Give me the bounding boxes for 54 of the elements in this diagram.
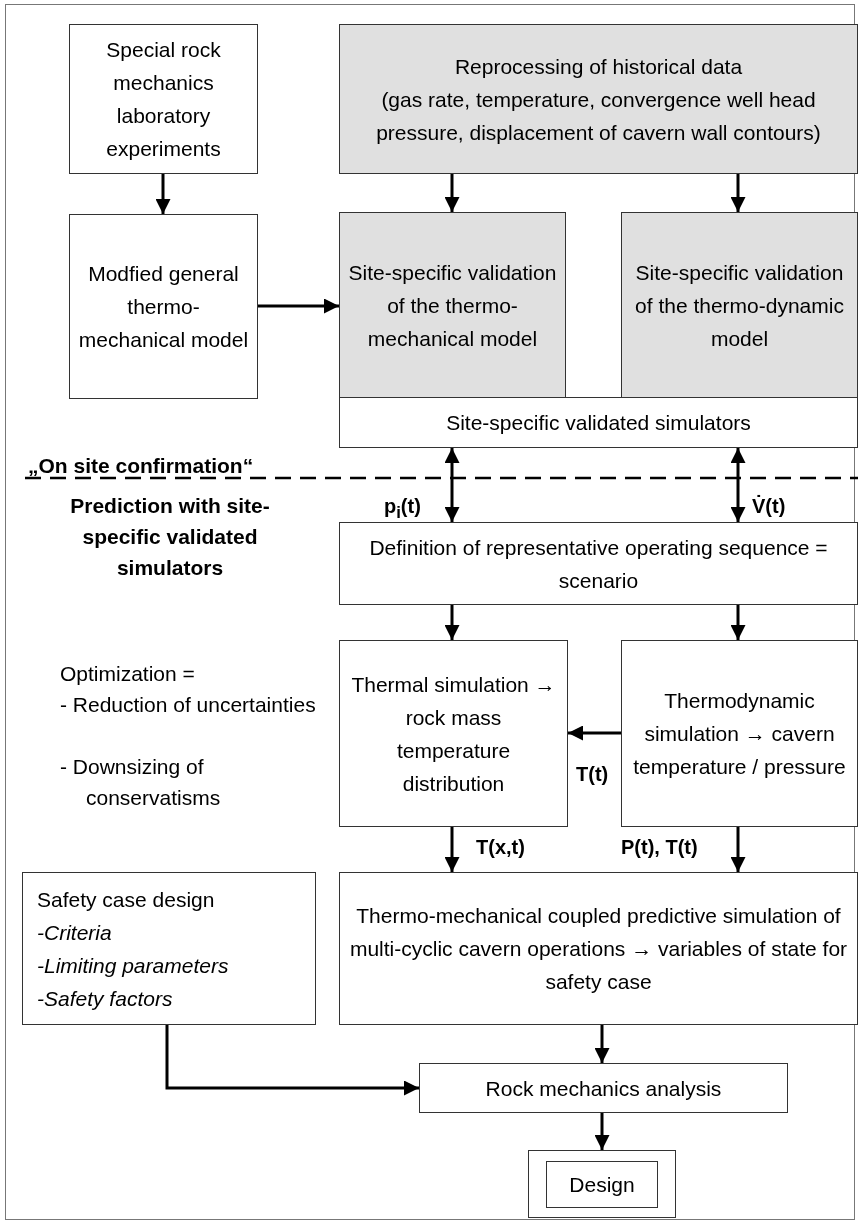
node-text: -Safety factors (37, 985, 173, 1012)
arrow (730, 605, 746, 640)
node-text: -Criteria (37, 919, 112, 946)
node-text: Site-specific validation of the thermo-mechanical model (348, 259, 557, 352)
section-heading: „On site confirmation“ (28, 453, 255, 479)
arrow (730, 827, 746, 872)
arrow (594, 1113, 610, 1150)
node-text: Design (569, 1171, 635, 1198)
node-text: Definition of representative operating sequence = scenario (368, 534, 829, 594)
process-box (69, 24, 258, 174)
note-text: - Downsizing of conservatisms (60, 754, 222, 811)
arrow (568, 725, 621, 741)
note-text: - Reduction of uncertainties (60, 692, 317, 718)
edge-label: P(t), T(t) (621, 835, 698, 859)
arrow (594, 1025, 610, 1063)
shaded-process-box (339, 212, 566, 398)
process-box (22, 872, 316, 1025)
node-text: Thermodynamic simulation → cavern temperature / pressure (632, 688, 847, 780)
arrow (258, 298, 339, 314)
arrow (444, 827, 460, 872)
arrow (730, 448, 746, 522)
arrow (730, 174, 746, 212)
arrow (444, 174, 460, 212)
node-text: Rock mechanics analysis (485, 1075, 722, 1102)
process-box (528, 1150, 676, 1218)
node-text: (gas rate, temperature, convergence well head pressure, displacement of cavern wall contours) (375, 86, 822, 146)
node-text: -Limiting parameters (37, 952, 229, 979)
arrow (444, 448, 460, 522)
arrow (444, 605, 460, 640)
edge-label: V̇(t) (752, 494, 786, 518)
process-box (339, 872, 858, 1025)
process-box (621, 640, 858, 827)
node-text: Site-specific validation of the thermo-dynamic model (634, 259, 845, 352)
node-text: Modfied general thermo-mechanical model (78, 261, 249, 353)
note-text: Optimization = (60, 661, 196, 687)
arrow (165, 1025, 419, 1096)
process-box (69, 214, 258, 399)
edge-label: T(x,t) (476, 835, 525, 859)
node-text: Thermal simulation → rock mass temperature distribution (350, 671, 557, 797)
edge-label: p$_{i}$(t) (384, 494, 421, 524)
process-box (419, 1063, 788, 1113)
shaded-process-box (339, 24, 858, 174)
node-text: Reprocessing of historical data (454, 53, 743, 80)
node-text: Thermo-mechanical coupled predictive simulation of multi-cyclic cavern operations → variables of state for safety case (348, 903, 849, 995)
node-text: Site-specific validated simulators (446, 410, 751, 436)
edge-label: T(t) (576, 762, 609, 786)
node-text: Safety case design (37, 886, 215, 913)
node-text: Special rock mechanics laboratory experiments (105, 37, 222, 162)
arrow (155, 174, 171, 214)
section-heading: Prediction with site-specific validated simulators (69, 493, 271, 581)
process-box (339, 640, 568, 827)
shaded-process-box (621, 212, 858, 398)
process-box (339, 397, 858, 448)
process-box (339, 522, 858, 605)
